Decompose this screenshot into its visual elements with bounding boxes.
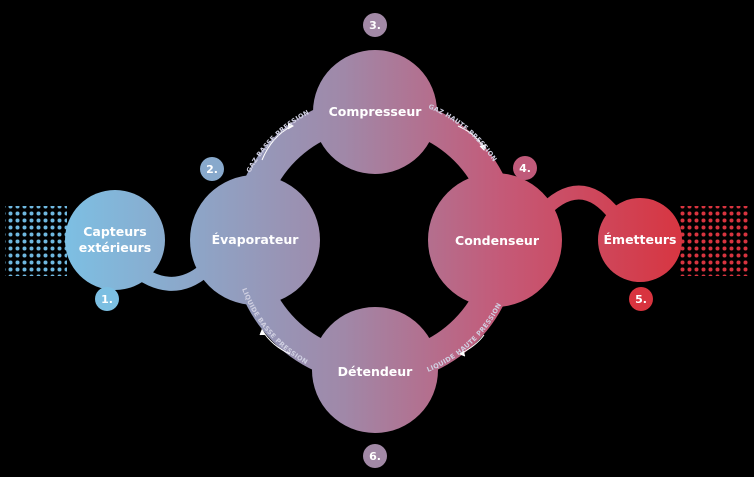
label-condenseur: Condenseur	[455, 232, 539, 248]
badge-condenseur: 4.	[513, 156, 537, 180]
badge-detendeur: 6.	[363, 444, 387, 468]
cold-dots-pattern	[5, 206, 67, 276]
label-detendeur: Détendeur	[337, 363, 413, 379]
label-compresseur: Compresseur	[328, 103, 422, 119]
badge-emetteurs: 5.	[629, 287, 653, 311]
node-emetteurs	[598, 198, 682, 282]
hot-dots-pattern	[678, 206, 748, 276]
label-emetteurs: Émetteurs	[603, 231, 677, 247]
badge-capteurs: 1.	[95, 287, 119, 311]
node-capteurs	[65, 190, 165, 290]
node-detendeur	[312, 307, 438, 433]
node-compresseur	[313, 50, 437, 174]
label-capteurs: Capteurs extérieurs	[78, 223, 152, 255]
badge-evaporateur: 2.	[200, 157, 224, 181]
badge-compresseur: 3.	[363, 13, 387, 37]
node-condenseur	[428, 173, 562, 307]
label-evaporateur: Évaporateur	[211, 231, 299, 247]
flow-arrows	[259, 122, 487, 357]
node-evaporateur	[190, 175, 320, 305]
